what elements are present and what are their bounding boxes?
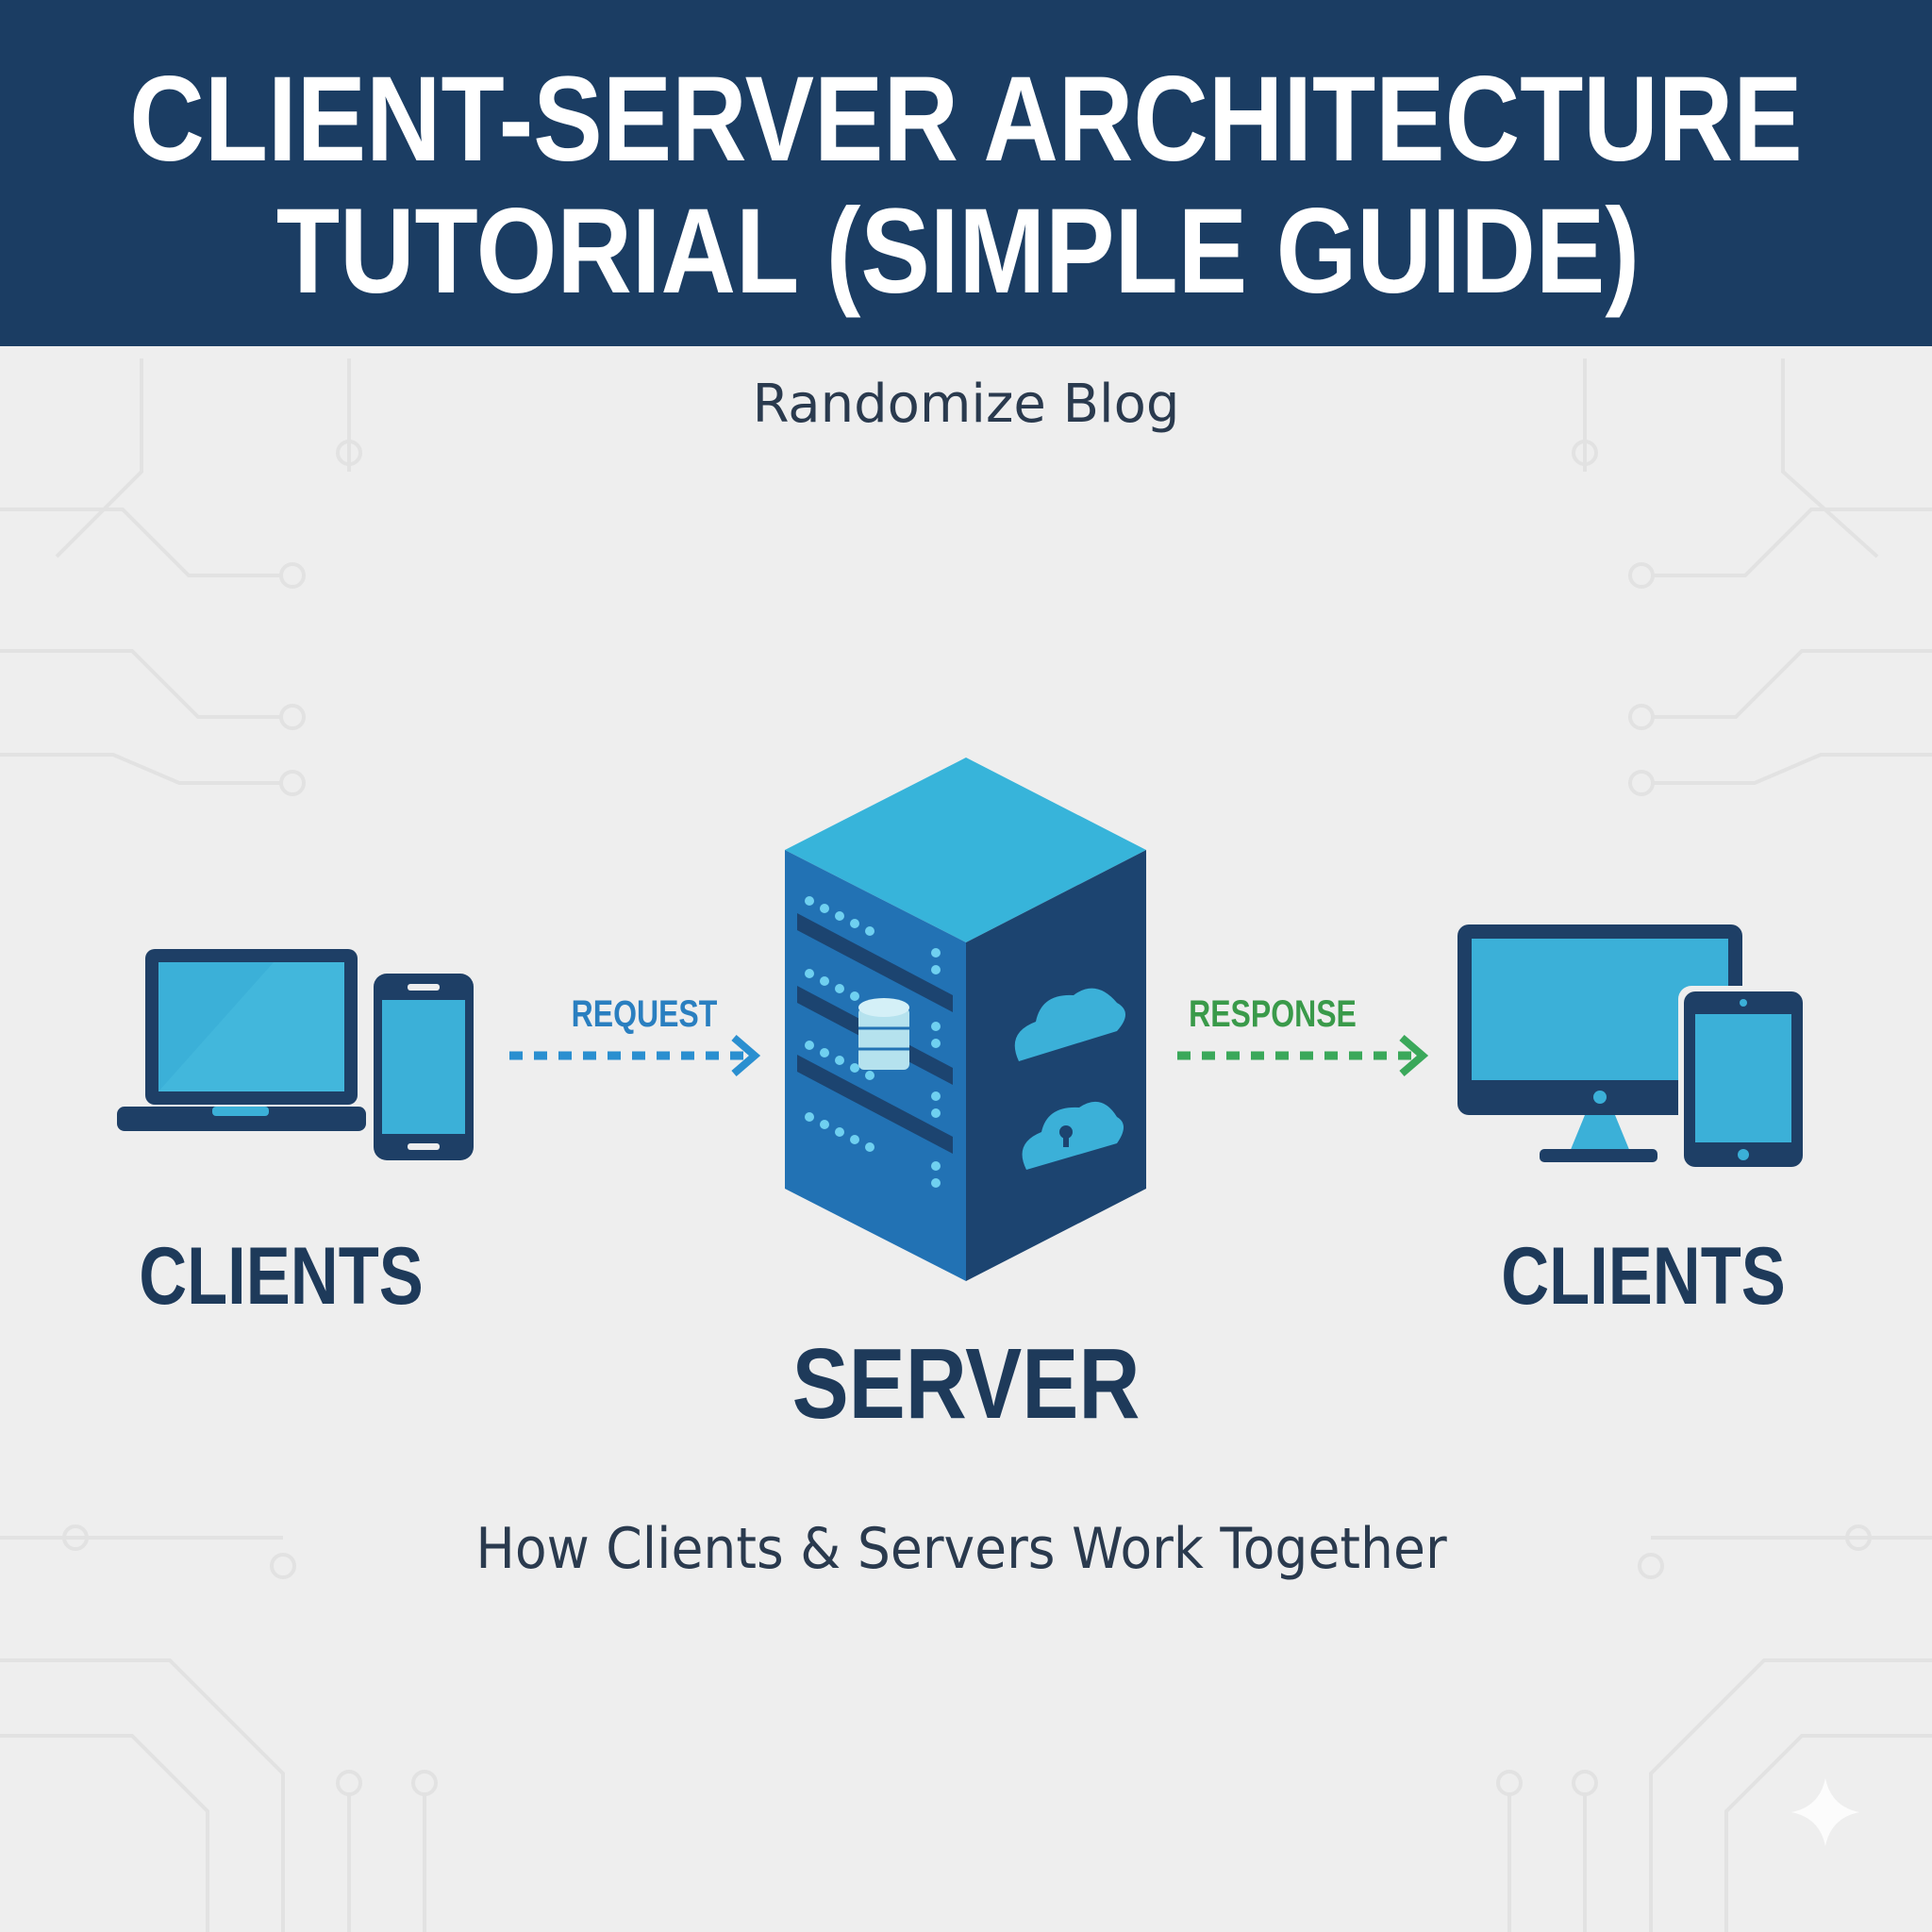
server-icon [785, 758, 1146, 1281]
request-label: REQUEST [572, 992, 718, 1035]
caption: How Clients & Servers Work Together [475, 1515, 1447, 1582]
left-clients-label: CLIENTS [139, 1230, 424, 1321]
arrow-right-icon [1399, 1034, 1429, 1077]
title-line-2: TUTORIAL (SIMPLE GUIDE) [276, 184, 1640, 319]
tablet-icon [1678, 986, 1808, 1173]
response-arrow [1177, 1034, 1429, 1077]
right-clients-label: CLIENTS [1501, 1230, 1786, 1321]
smartphone-icon [374, 974, 474, 1160]
title-line-1: CLIENT-SERVER ARCHITECTURE [129, 52, 1802, 187]
cloud-lock-icon [1022, 1101, 1124, 1170]
cloud-icon [1014, 988, 1125, 1061]
database-icon [858, 998, 909, 1070]
server-lights [805, 896, 941, 1188]
desktop-monitor-icon [1457, 924, 1742, 1162]
subtitle: Randomize Blog [753, 374, 1180, 435]
circuit-background [0, 358, 1932, 1932]
header-banner [0, 0, 1932, 346]
laptop-icon [117, 949, 366, 1131]
arrow-right-icon [731, 1034, 761, 1077]
response-label: RESPONSE [1189, 992, 1357, 1035]
sparkle-icon [1791, 1778, 1859, 1846]
request-arrow [509, 1034, 761, 1077]
server-label: SERVER [792, 1327, 1141, 1440]
